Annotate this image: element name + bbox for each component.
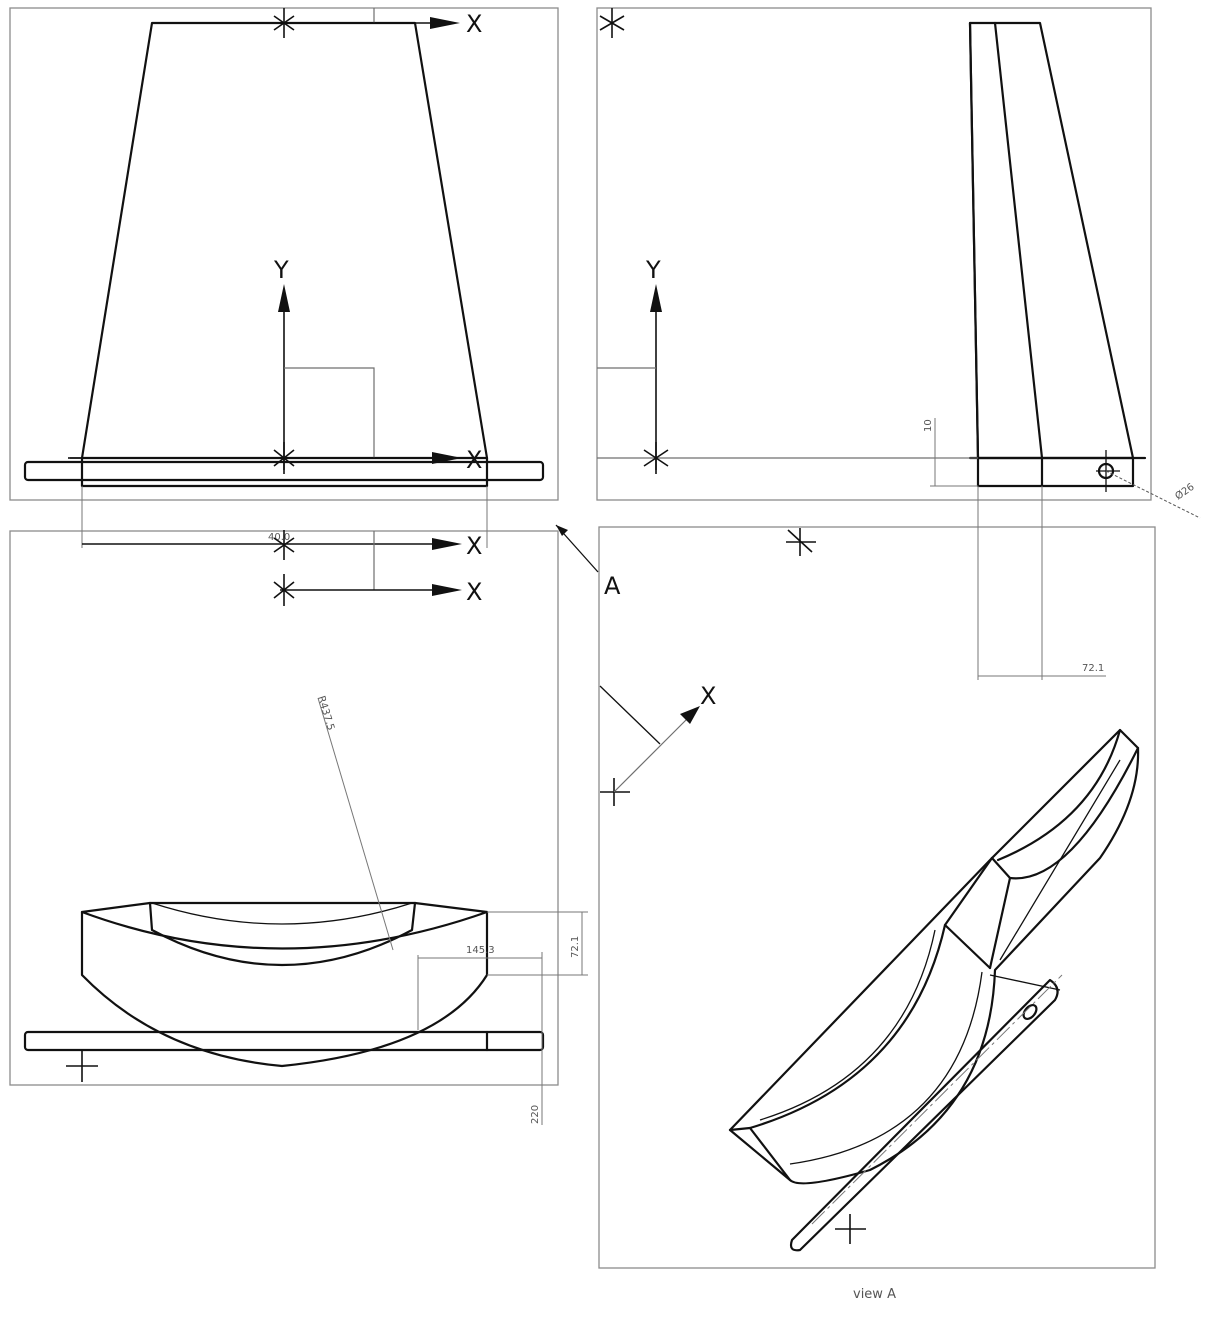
side-view: Y 10 Ø26 72.1 <box>597 8 1201 680</box>
y-axis-label: Y <box>273 256 289 284</box>
origin-marker <box>599 8 669 474</box>
dim-depth: 72.1 <box>570 936 581 958</box>
dim-thickness: 72.1 <box>1082 663 1104 674</box>
y-axis-label: Y <box>645 256 661 284</box>
x-axis-label: X <box>466 578 482 606</box>
x-axis-label: X <box>466 532 482 560</box>
side-view-frame <box>596 7 1152 501</box>
dim-radius: R437.5 <box>315 695 336 732</box>
view-marker-label: A <box>604 572 621 600</box>
curved-blade-outline <box>80 901 489 1068</box>
origin-marker <box>273 8 295 38</box>
origin-marker <box>786 528 816 556</box>
base-bar <box>23 1030 545 1052</box>
view-a-marker: A <box>555 524 621 600</box>
origin-marker <box>273 530 295 606</box>
iso-view-frame <box>598 526 1156 1269</box>
x-arrow-head <box>430 17 460 29</box>
dim-diameter: Ø26 <box>1173 481 1197 503</box>
origin-marker <box>835 1214 866 1244</box>
x-axis-label: X <box>466 10 482 38</box>
y-arrow-head <box>650 284 662 312</box>
x-arrow-head <box>432 584 462 596</box>
x-arrow-head <box>432 452 462 464</box>
x-arrow-head <box>680 706 700 724</box>
dim-width-mid: 145.3 <box>466 945 495 956</box>
top-view-frame <box>9 530 559 1086</box>
view-caption: view A <box>853 1287 896 1302</box>
x-axis-label: X <box>700 682 716 710</box>
y-arrow-head <box>278 284 290 312</box>
side-profile <box>968 21 1135 460</box>
dim-top-width: 40.0 <box>268 532 290 543</box>
x-axis-label: X <box>466 446 482 474</box>
x-arrow-head <box>432 538 462 550</box>
origin-marker <box>600 778 630 806</box>
front-view: X Y X <box>23 8 545 488</box>
origin-marker <box>273 442 295 474</box>
pivot-rod <box>789 978 1059 1252</box>
top-view: X 40.0 X R437.5 145.3 <box>23 530 588 1125</box>
iso-view: X view A <box>599 528 1140 1302</box>
iso-blade-body <box>728 728 1140 1185</box>
dim-height: 10 <box>923 419 934 432</box>
origin-marker <box>66 1050 98 1082</box>
dim-offset: 220 <box>530 1105 541 1124</box>
